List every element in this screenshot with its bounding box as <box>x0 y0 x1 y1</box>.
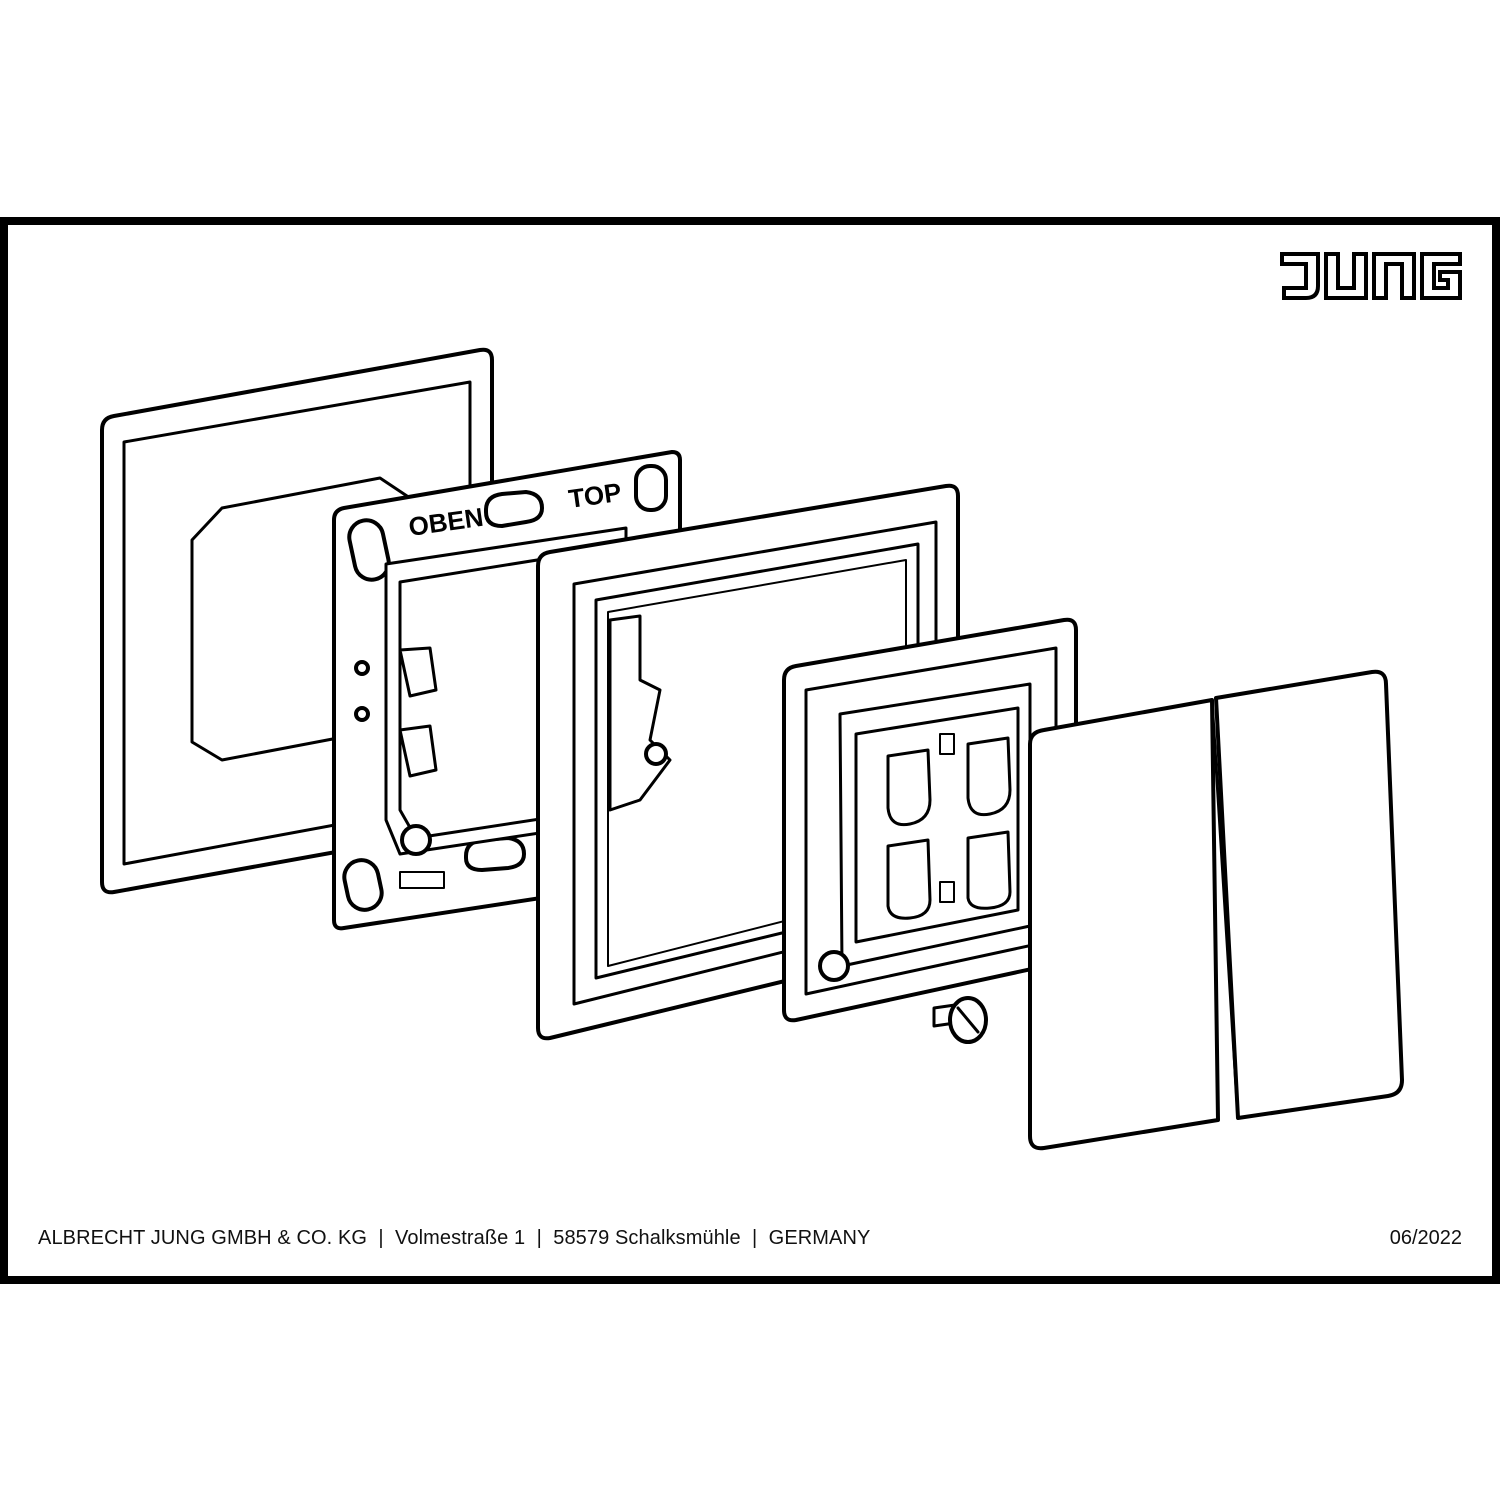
footer-street: Volmestraße 1 <box>395 1227 526 1249</box>
footer-date: 06/2022 <box>1389 1227 1462 1249</box>
footer-country: GERMANY <box>768 1227 871 1249</box>
double-rocker-cover <box>1028 669 1404 1151</box>
fixing-screw <box>932 996 988 1044</box>
footer-city: 58579 Schalksmühle <box>553 1227 741 1249</box>
switch-insert <box>782 617 1078 1023</box>
footer-address: ALBRECHT JUNG GMBH & CO. KG | Volmestraß… <box>38 1227 871 1249</box>
jung-logo <box>1280 252 1462 300</box>
label-top: TOP <box>567 477 624 514</box>
footer-company: ALBRECHT JUNG GMBH & CO. KG <box>38 1227 368 1249</box>
